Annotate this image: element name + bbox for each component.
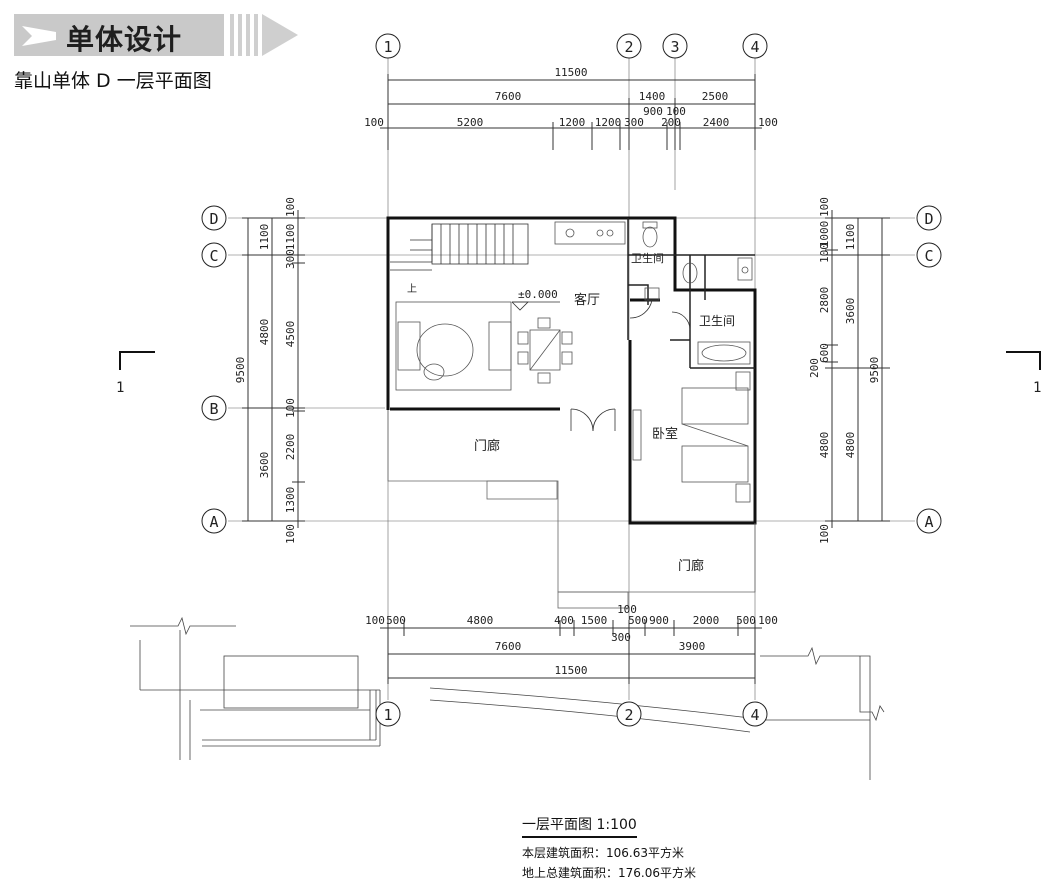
bottom-dim-row1-2: 500 [386,614,406,627]
axis-label-col-4-bottom: 4 [750,706,759,724]
room-label-porch-2: 门廊 [678,558,704,574]
left-dim-row3-3: 300 [284,249,297,269]
drawing-title-block: 一层平面图 1:100 本层建筑面积：106.63平方米 地上总建筑面积：176… [522,814,722,881]
floor-area: 本层建筑面积：106.63平方米 [522,846,684,860]
bottom-dim-extra-2: 300 [611,631,631,644]
left-dim-row3-4: 4500 [284,321,297,348]
total-area: 地上总建筑面积：176.06平方米 [522,866,696,880]
bottom-dim-row1-1: 100 [365,614,385,627]
right-dim-row3-1: 100 [818,197,831,217]
left-dim-row3-8: 100 [284,524,297,544]
axis-label-row-c: C [209,247,218,265]
axis-label-row-d: D [209,210,218,228]
drawing-title: 一层平面图 1:100 [522,814,637,838]
axis-label-col-1: 1 [383,38,392,56]
bottom-dim-row2-1: 7600 [495,640,522,653]
right-dim-row3-2: 1000 [818,221,831,248]
right-dim-row2-3: 4800 [844,432,857,459]
bottom-dim-row2-2: 3900 [679,640,706,653]
top-dim-row4-7: 2400 [703,116,730,129]
bottom-dim-row1-3: 4800 [467,614,494,627]
room-label-bath-2: 卫生间 [699,314,735,328]
section-title: 单体设计 [66,23,183,56]
top-dim-row4-5: 300 [624,116,644,129]
section-mark-left: 1 [116,380,124,396]
bottom-dim-row1-8: 2000 [693,614,720,627]
axis-label-row-c-right: C [924,247,933,265]
left-dim-row3-7: 1300 [284,487,297,514]
bottom-dim-row1-9: 500 [736,614,756,627]
room-label-living: 客厅 [574,292,600,308]
room-label-bath-1: 卫生间 [631,251,664,265]
top-dim-row4-1: 100 [364,116,384,129]
top-dim-row2-1: 7600 [495,90,522,103]
room-label-porch-1: 门廊 [474,438,500,454]
right-dim-row3-4: 2800 [818,287,831,314]
top-dim-row2-2: 1400 [639,90,666,103]
axis-label-row-a: A [209,513,218,531]
right-dim-row3-3: 100 [818,243,831,263]
left-dim-overall: 9500 [234,357,247,384]
left-dim-row3-2: 1100 [284,224,297,251]
axis-label-col-3: 3 [670,38,679,56]
right-dim-row2-2: 3600 [844,298,857,325]
top-dim-overall: 11500 [554,66,587,79]
right-dim-overall: 9500 [868,357,881,384]
left-dim-row2-2: 4800 [258,319,271,346]
left-dim-row3-5: 100 [284,398,297,418]
left-dim-row2-1: 1100 [258,224,271,251]
bottom-dim-extra-1: 100 [617,603,637,616]
right-dim-row2-1: 1100 [844,224,857,251]
left-dim-row3-1: 100 [284,197,297,217]
axis-label-row-b: B [209,400,218,418]
right-dim-row3-5: 600 [818,343,831,363]
axis-label-col-2-bottom: 2 [624,706,633,724]
top-dim-row4-8: 100 [758,116,778,129]
room-label-bedroom: 卧室 [652,426,678,442]
right-dim-row3-7: 4800 [818,432,831,459]
axis-label-row-d-right: D [924,210,933,228]
top-dim-row4-4: 1200 [595,116,622,129]
bottom-dim-row1-6: 500 [628,614,648,627]
bottom-dim-row1-5: 1500 [581,614,608,627]
stair-up-label: 上 [407,283,417,295]
axis-label-row-a-right: A [924,513,933,531]
bottom-dim-row1-7: 900 [649,614,669,627]
top-dim-row4-6: 200 [661,116,681,129]
banner-arrow-icon [22,26,56,46]
axis-label-col-1-bottom: 1 [383,706,392,724]
right-dim-row3-8: 100 [818,524,831,544]
left-dim-row3-6: 2200 [284,434,297,461]
top-dim-row2-3: 2500 [702,90,729,103]
axis-label-col-2: 2 [624,38,633,56]
section-banner: 单体设计 [14,14,298,56]
level-mark-label: ±0.000 [518,288,558,301]
top-dim-row4-3: 1200 [559,116,586,129]
bottom-dim-row1-4: 400 [554,614,574,627]
bottom-dim-overall: 11500 [554,664,587,677]
banner-stripes-icon [230,14,298,56]
right-dim-row3-6: 200 [808,358,821,378]
axis-label-col-4: 4 [750,38,759,56]
top-dim-row4-2: 5200 [457,116,484,129]
section-mark-right: 1 [1033,380,1041,396]
top-dim-row3-2: 100 [666,105,686,118]
bottom-dim-row1-10: 100 [758,614,778,627]
drawing-subtitle: 靠山单体 D 一层平面图 [14,70,212,92]
left-dim-row2-3: 3600 [258,452,271,479]
top-dim-row3-1: 900 [643,105,663,118]
